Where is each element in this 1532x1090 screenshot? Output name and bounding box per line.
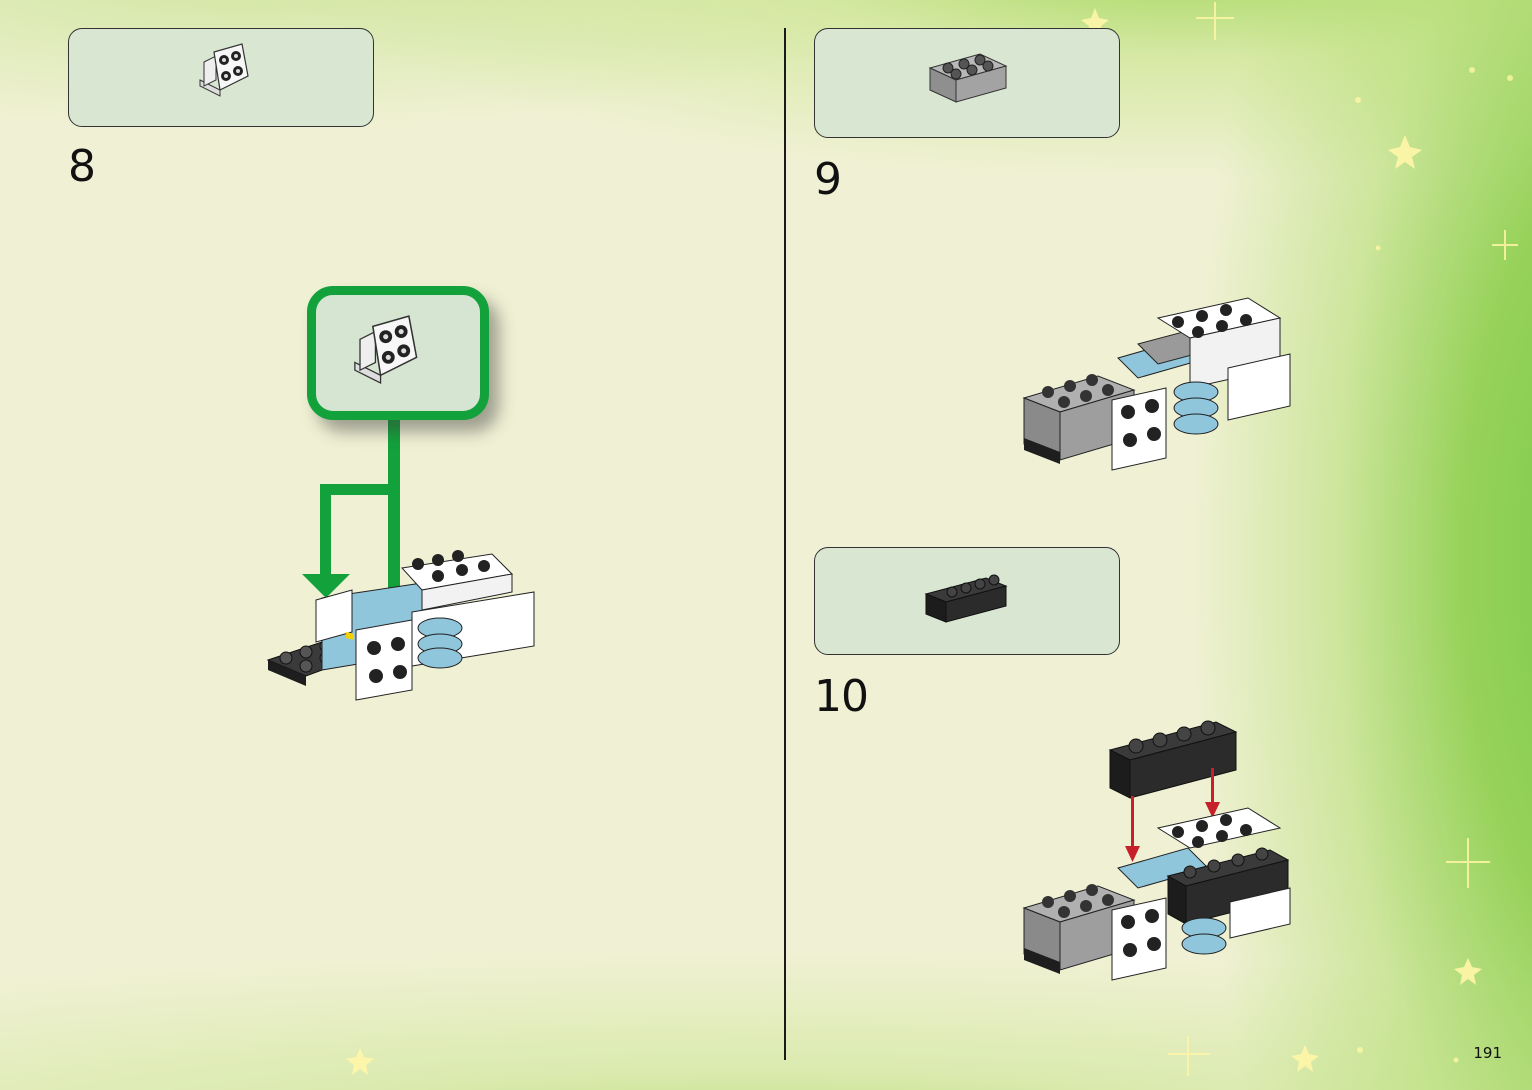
sparkle-star-icon	[1454, 958, 1482, 985]
sparkle-star-icon	[1291, 1045, 1319, 1072]
bracket-callout-icon	[342, 311, 432, 401]
step-9-number: 9	[814, 158, 841, 202]
step-8-callout	[307, 286, 489, 420]
page-number: 191	[1473, 1044, 1502, 1062]
step-9-model	[1018, 288, 1298, 474]
page-divider	[784, 28, 786, 1060]
step-8-model	[262, 520, 542, 710]
step-10-model	[1018, 798, 1298, 988]
step-8-number: 8	[68, 145, 95, 189]
bracket-part-icon	[190, 40, 260, 110]
black-brick-part-icon	[922, 564, 1012, 628]
gray-brick-part-icon	[926, 44, 1010, 110]
step-10-number: 10	[814, 675, 868, 719]
sparkle-star-icon	[1388, 135, 1422, 169]
sparkle-star-icon	[346, 1048, 374, 1075]
